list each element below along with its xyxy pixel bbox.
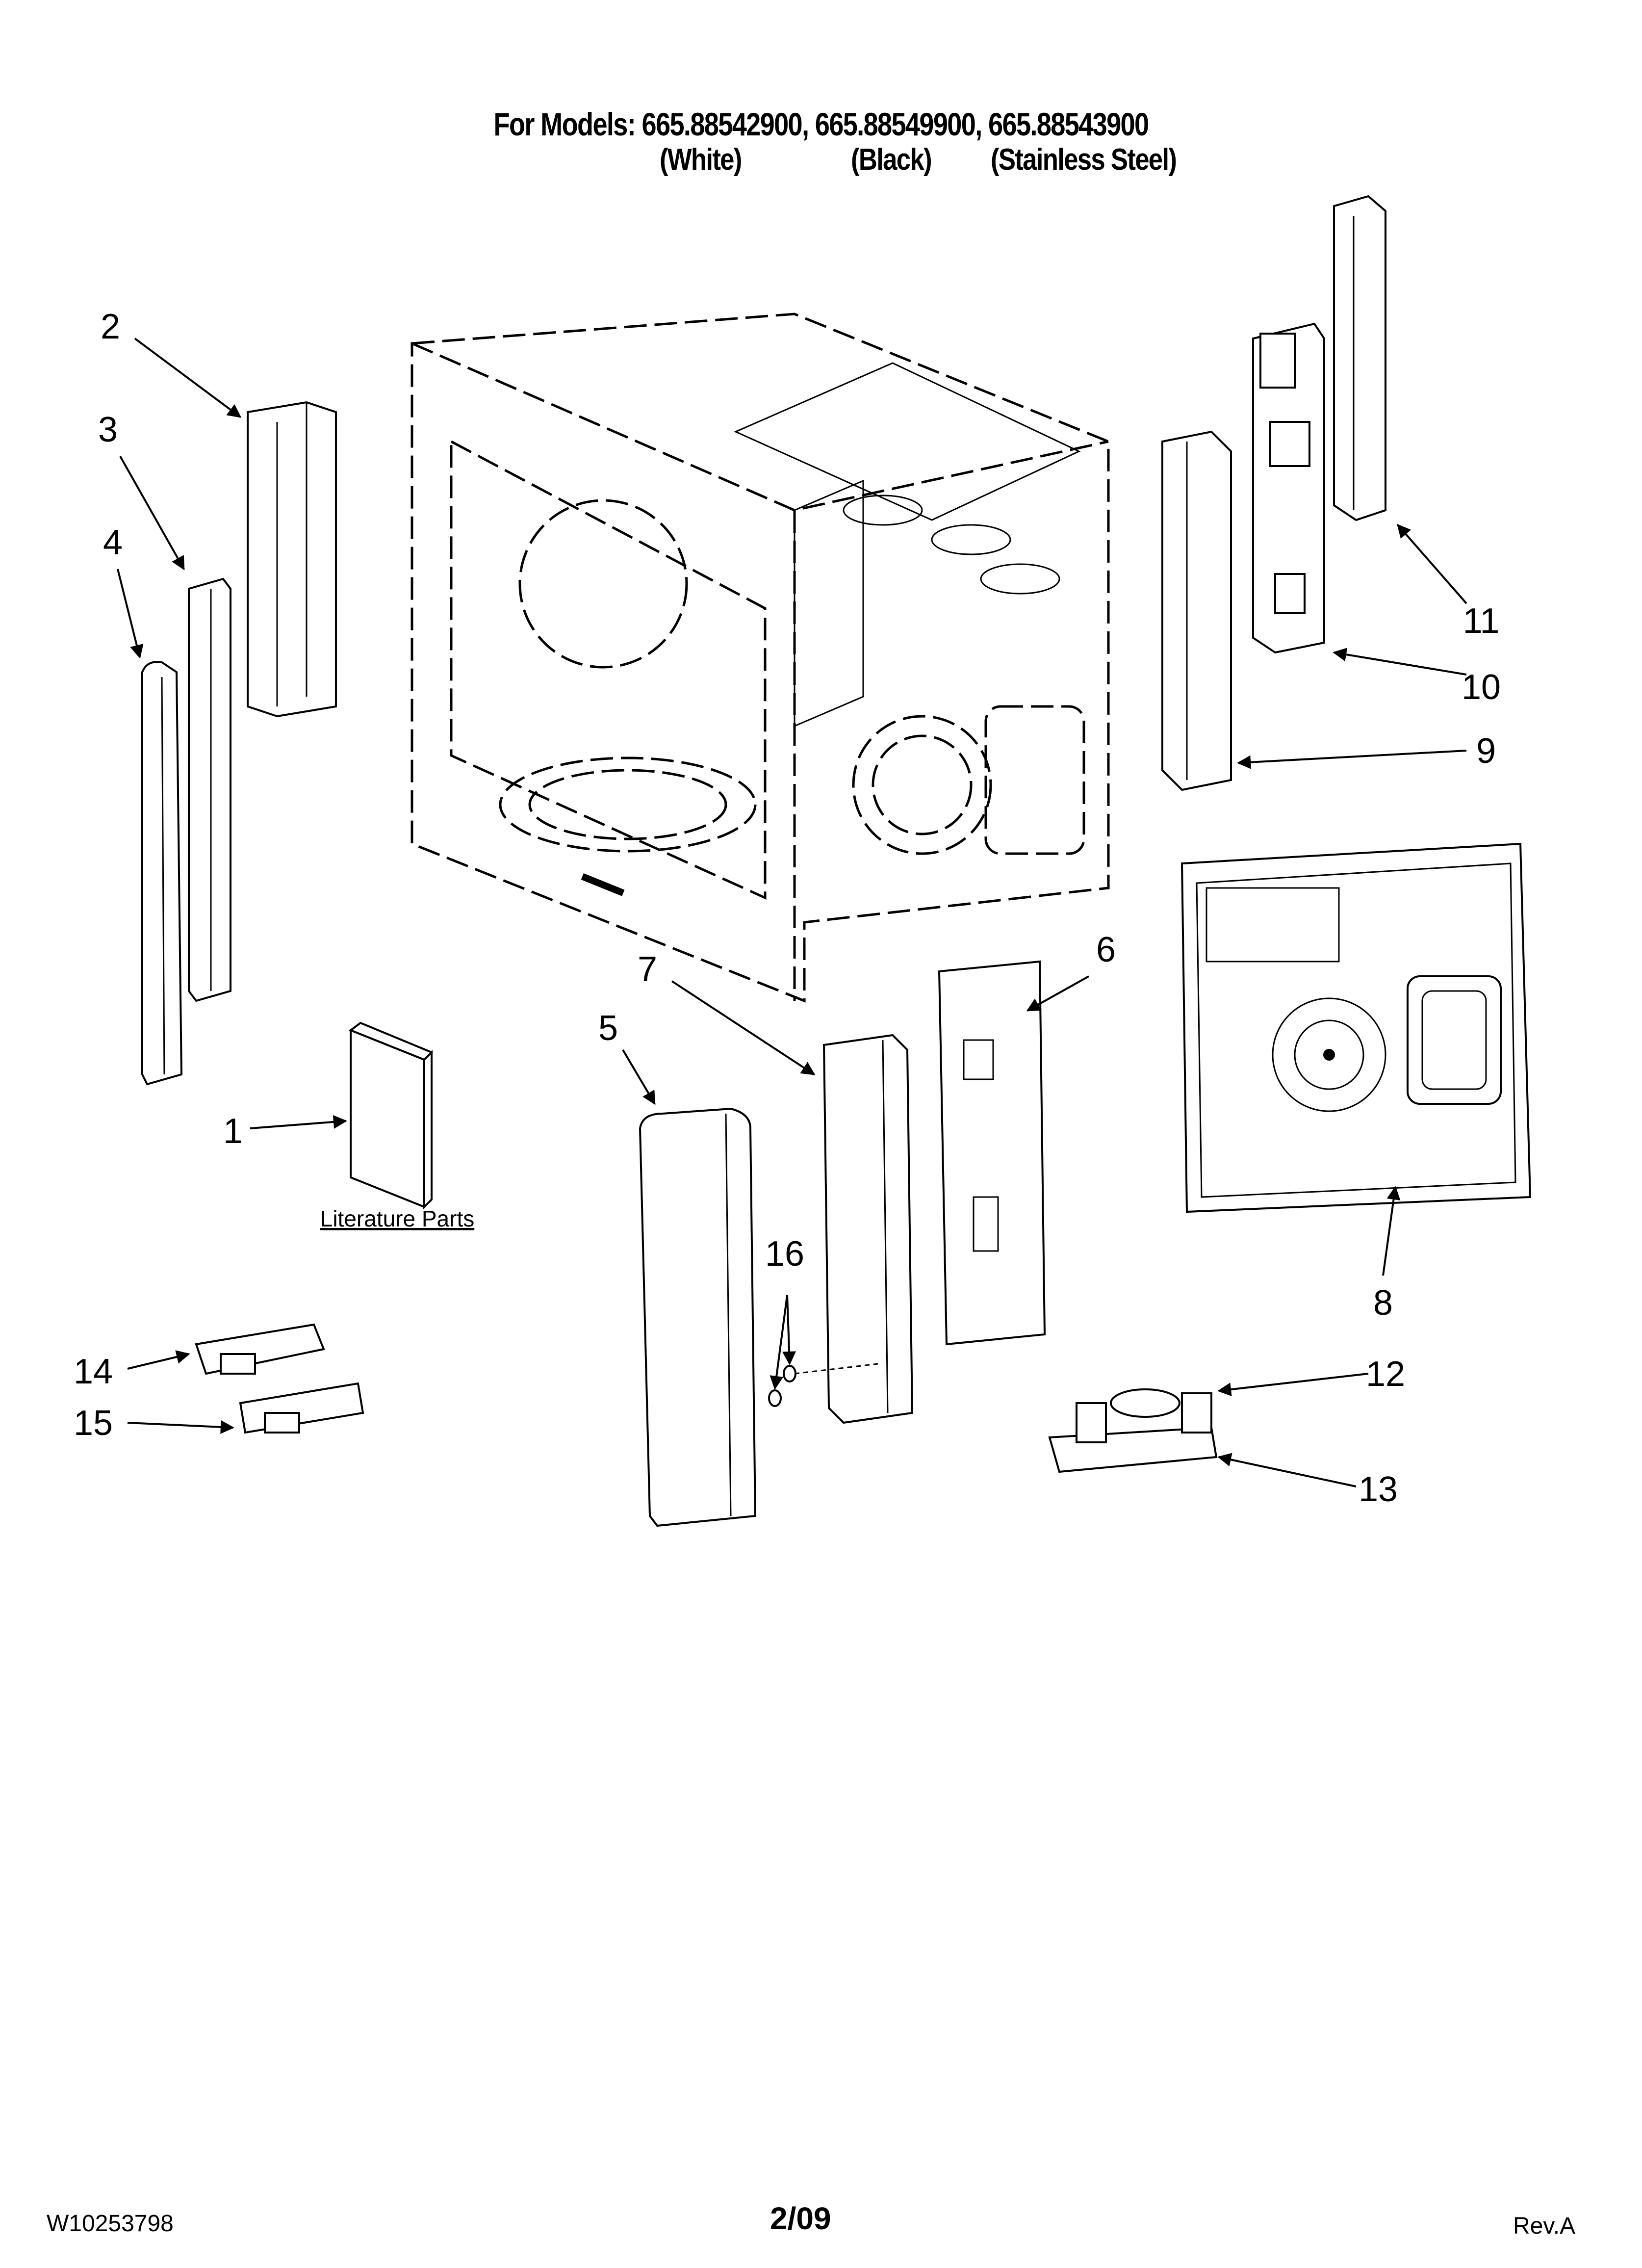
part-4-side-trim: [141, 661, 183, 1086]
part-3-side-trim: [188, 577, 231, 1002]
callout-numbers: 2 3 4 1 5 6 7 8 9 10 11 12 13 14 15 16: [74, 307, 1501, 1509]
callout-11: 11: [1463, 601, 1500, 641]
oven-cabinet-assembly: [410, 313, 1110, 1003]
callout-1: 1: [223, 1112, 243, 1151]
part-9-side-trim: [1161, 430, 1232, 791]
part-2-trim: [247, 401, 337, 718]
callout-6: 6: [1096, 930, 1116, 969]
literature-parts-label: Literature Parts: [320, 1206, 474, 1231]
leader-lines: [117, 338, 1467, 1487]
part-8-rear-panel: [1180, 842, 1532, 1213]
callout-16: 16: [765, 1234, 804, 1274]
callout-8: 8: [1373, 1283, 1393, 1323]
callout-3: 3: [98, 410, 118, 449]
variant-black: (Black): [851, 143, 932, 177]
revision-label: Rev.A: [1513, 2213, 1576, 2239]
callout-14: 14: [74, 1352, 113, 1391]
finish-variants: (White) (Black) (Stainless Steel): [0, 142, 1642, 182]
part-10-control-board: [1252, 322, 1325, 654]
part-1-literature: [348, 1021, 434, 1209]
callout-2: 2: [101, 307, 120, 346]
models-header: For Models: 665.88542900, 665.88549900, …: [493, 106, 1150, 142]
variant-white: (White): [660, 143, 742, 177]
page-number: 2/09: [770, 2201, 831, 2236]
callout-12: 12: [1366, 1355, 1405, 1394]
callout-5: 5: [598, 1009, 618, 1048]
part-16-fasteners: [768, 1363, 878, 1407]
part-14-bracket: [195, 1323, 325, 1375]
callout-15: 15: [74, 1404, 113, 1443]
part-11-control-board-cover: [1333, 195, 1386, 521]
callout-7: 7: [638, 950, 657, 989]
variant-stainless: (Stainless Steel): [991, 143, 1177, 177]
callout-4: 4: [103, 523, 123, 562]
callout-13: 13: [1359, 1470, 1398, 1509]
part-5-control-panel: [639, 1107, 757, 1527]
document-id: W10253798: [47, 2211, 174, 2237]
part-6-control-panel-bracket: [938, 960, 1046, 1346]
part-15-bracket: [239, 1382, 364, 1434]
part-7-control-panel-frame: [822, 1034, 914, 1424]
callout-9: 9: [1476, 731, 1496, 771]
callout-10: 10: [1462, 668, 1501, 707]
part-12-13-transformer-assembly: [1048, 1388, 1218, 1473]
